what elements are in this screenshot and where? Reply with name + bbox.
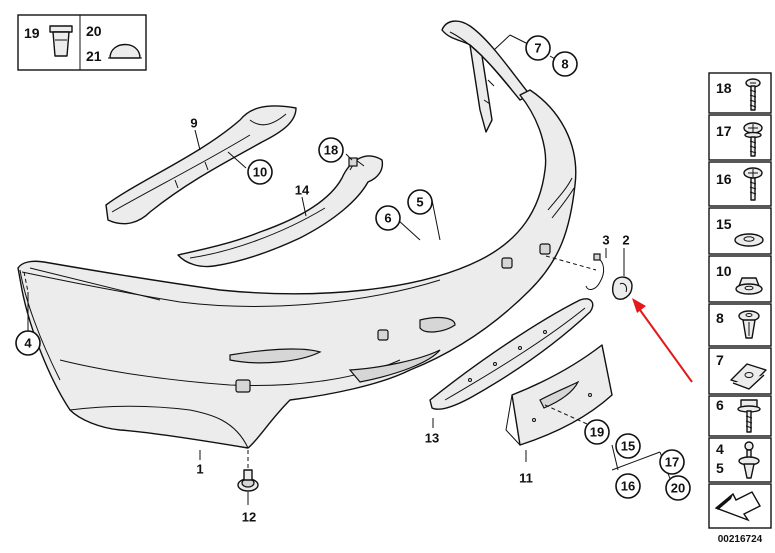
callout-19: 19 xyxy=(590,425,604,440)
legend-cell-6 xyxy=(708,395,772,437)
legend-label: 18 xyxy=(716,80,732,96)
legend-label: 16 xyxy=(716,171,732,187)
trim-panel-part-13 xyxy=(429,298,594,410)
callout-16: 16 xyxy=(621,479,635,494)
legend-label-20: 20 xyxy=(86,23,102,39)
legend-label: 10 xyxy=(716,263,732,279)
legend-label-21: 21 xyxy=(86,48,102,64)
washer-screw-icon xyxy=(743,122,763,157)
screw-icon xyxy=(745,78,761,111)
clip-nut-icon xyxy=(730,363,767,390)
bracket-part-14 xyxy=(177,155,384,268)
legend-label: 5 xyxy=(716,460,724,476)
callout-14: 14 xyxy=(295,183,310,198)
legend-label: 7 xyxy=(716,352,724,368)
callout-20: 20 xyxy=(671,481,685,496)
callout-7: 7 xyxy=(534,41,541,56)
callout-ring xyxy=(318,137,344,163)
callout-13: 13 xyxy=(425,431,439,446)
wire-part-3 xyxy=(585,253,605,290)
callout-ring xyxy=(584,419,610,445)
side-legend: 18 17 16 15 xyxy=(708,72,772,545)
callout-9: 9 xyxy=(190,116,197,131)
callout-ring xyxy=(615,473,641,499)
hex-bolt-icon xyxy=(737,399,761,433)
arrow-icon xyxy=(714,491,761,522)
legend-cell-15 xyxy=(708,207,772,255)
callout-10: 10 xyxy=(253,165,267,180)
flange-nut-icon xyxy=(735,277,763,295)
callout-15: 15 xyxy=(621,439,635,454)
callout-ring xyxy=(659,449,685,475)
callout-11: 11 xyxy=(519,471,533,486)
callout-ring xyxy=(665,475,691,501)
callout-3: 3 xyxy=(602,233,609,248)
bumper-cover-part-1 xyxy=(17,89,577,449)
legend-cell-8 xyxy=(708,303,772,347)
cap-icon xyxy=(108,43,142,59)
callout-ring xyxy=(615,433,641,459)
legend-label: 4 xyxy=(716,441,724,457)
plug-icon xyxy=(49,25,73,57)
red-pointer-arrow xyxy=(632,298,693,383)
callout-17: 17 xyxy=(665,455,679,470)
callouts: 1 2 3 4 5 6 7 8 9 10 11 12 13 14 15 16 1… xyxy=(15,35,691,525)
legend-label: 8 xyxy=(716,310,724,326)
legend-cell-17 xyxy=(708,114,772,161)
bracket-part-9 xyxy=(105,105,297,225)
callout-6: 6 xyxy=(384,211,391,226)
top-legend: 19 20 21 xyxy=(17,14,147,71)
legend-label-19: 19 xyxy=(24,25,40,41)
callout-ring xyxy=(15,330,41,356)
callout-18: 18 xyxy=(324,143,338,158)
callout-4: 4 xyxy=(24,336,32,351)
bracket-part-7-8 xyxy=(441,20,531,133)
push-pin-icon xyxy=(738,441,760,479)
legend-label: 17 xyxy=(716,123,732,139)
cap-part-2 xyxy=(611,276,633,300)
callout-ring xyxy=(247,159,273,185)
washer-icon xyxy=(734,233,764,247)
callout-12: 12 xyxy=(242,510,256,525)
callout-ring xyxy=(407,189,433,215)
plate-holder-part-11 xyxy=(505,344,613,446)
callout-5: 5 xyxy=(416,195,423,210)
callout-2: 2 xyxy=(622,233,629,248)
callout-1: 1 xyxy=(196,462,203,477)
sensor-part-12 xyxy=(237,469,259,492)
diagram-id: 00216724 xyxy=(718,534,763,545)
cross-head-screw-icon xyxy=(743,167,763,201)
leader-lines xyxy=(23,34,673,505)
callout-ring xyxy=(525,35,551,61)
legend-cell-16 xyxy=(708,161,772,207)
callout-ring xyxy=(552,51,578,77)
callout-8: 8 xyxy=(561,57,568,72)
callout-ring xyxy=(375,205,401,231)
legend-cell-18 xyxy=(708,72,772,114)
legend-cell-10 xyxy=(708,255,772,303)
legend-label: 15 xyxy=(716,216,732,232)
legend-label: 6 xyxy=(716,397,724,413)
expanding-rivet-icon xyxy=(738,310,760,339)
